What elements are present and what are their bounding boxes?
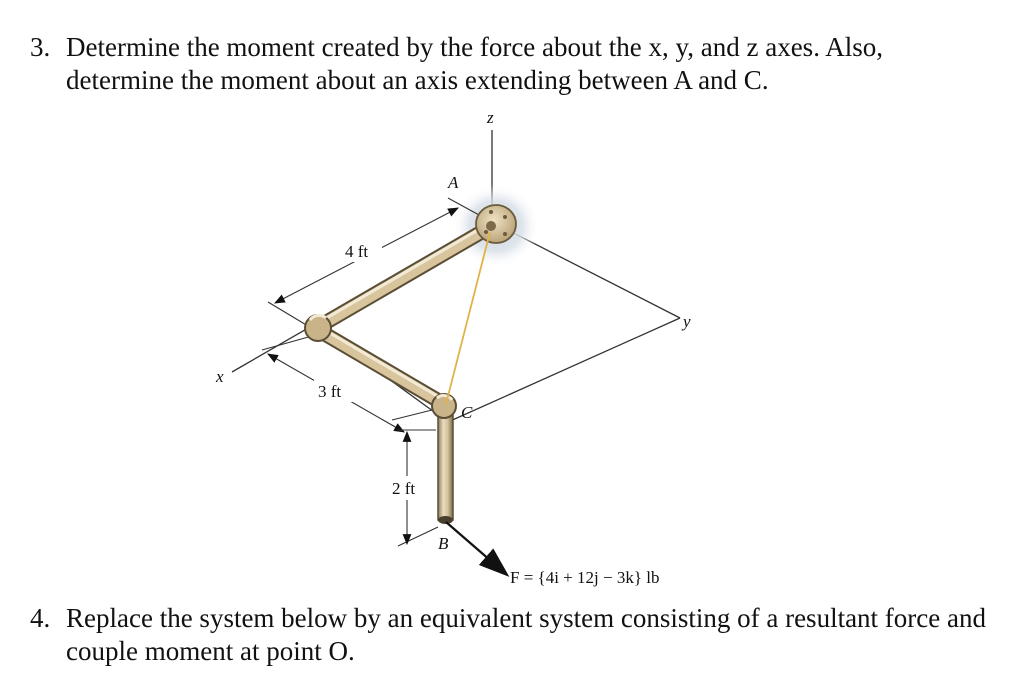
dim-3ft-label: 3 ft — [318, 382, 341, 401]
problem-4-number: 4. — [30, 603, 51, 633]
force-label: F = {4i + 12j − 3k} lb — [510, 568, 659, 587]
problem-4-text: Replace the system below by an equivalen… — [66, 603, 986, 666]
axis-x-label: x — [215, 367, 224, 386]
dim-4ft-label: 4 ft — [345, 242, 368, 261]
point-a-label: A — [447, 173, 459, 192]
axis-z-label: z — [486, 108, 494, 127]
problem-3-text: Determine the moment created by the forc… — [66, 32, 883, 95]
pipe-assembly — [304, 204, 517, 524]
point-c-label: C — [461, 403, 473, 422]
cable-ac — [445, 231, 491, 405]
dim-2ft-label: 2 ft — [392, 479, 415, 498]
force-arrow — [445, 521, 510, 577]
projection-line — [447, 317, 681, 423]
problem-3-number: 3. — [30, 32, 51, 62]
point-b-label: B — [438, 534, 449, 553]
axis-y-label: y — [681, 312, 691, 331]
